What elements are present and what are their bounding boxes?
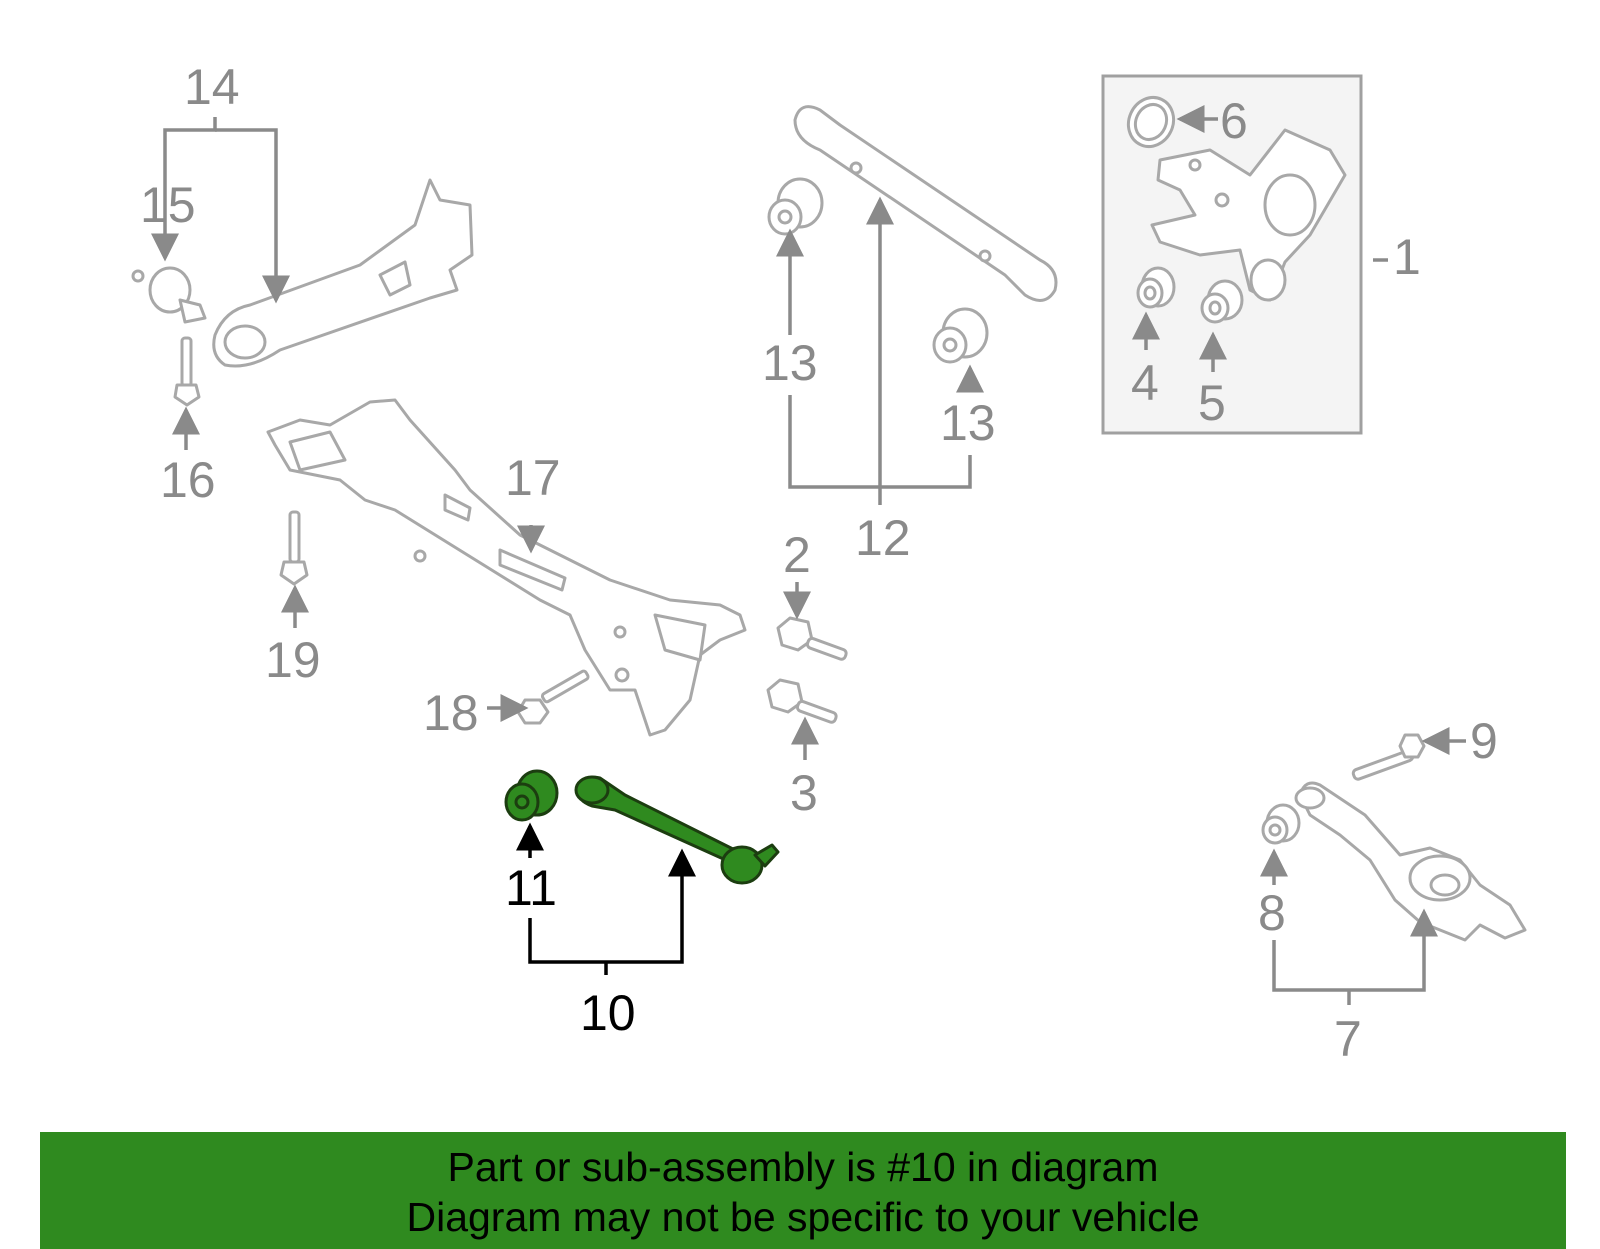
part-11-bushing[interactable] bbox=[504, 769, 559, 822]
part-12-lateral-link[interactable] bbox=[793, 105, 1058, 302]
callout-1: 1 bbox=[1393, 229, 1421, 285]
part-15-bushing[interactable] bbox=[131, 266, 207, 324]
callout-3: 3 bbox=[790, 765, 818, 821]
part-17-crossmember[interactable] bbox=[266, 398, 747, 737]
callout-2: 2 bbox=[783, 527, 811, 583]
banner-line-2: Diagram may not be specific to your vehi… bbox=[406, 1194, 1200, 1240]
part-9-bolt[interactable] bbox=[1351, 733, 1426, 781]
part-4-bushing[interactable] bbox=[1136, 266, 1176, 309]
callout-17: 17 bbox=[505, 450, 561, 506]
part-5-bushing[interactable] bbox=[1200, 279, 1244, 324]
callout-6: 6 bbox=[1220, 93, 1248, 149]
callout-8: 8 bbox=[1258, 885, 1286, 941]
info-banner: Part or sub-assembly is #10 in diagram D… bbox=[40, 1132, 1566, 1249]
callout-9: 9 bbox=[1470, 713, 1498, 769]
part-13-bushing-upper[interactable] bbox=[767, 177, 824, 236]
callout-19: 19 bbox=[265, 632, 321, 688]
callout-14: 14 bbox=[184, 59, 240, 115]
callout-11: 11 bbox=[505, 860, 557, 916]
part-3-bolt[interactable] bbox=[766, 678, 838, 724]
part-6-seal[interactable] bbox=[1120, 90, 1181, 154]
callout-5: 5 bbox=[1198, 375, 1226, 431]
part-2-bolt[interactable] bbox=[776, 616, 848, 661]
callout-10: 10 bbox=[580, 985, 636, 1041]
part-14-trailing-arm[interactable] bbox=[212, 178, 474, 368]
callout-4: 4 bbox=[1131, 355, 1159, 411]
callout-13-left: 13 bbox=[762, 335, 818, 391]
part-10-control-arm[interactable] bbox=[574, 775, 780, 885]
part-8-bushing[interactable] bbox=[1261, 803, 1301, 845]
callout-12: 12 bbox=[855, 510, 911, 566]
part-18-bolt[interactable] bbox=[516, 669, 590, 725]
part-19-bolt[interactable] bbox=[279, 510, 309, 586]
part-1-knuckle[interactable] bbox=[1150, 128, 1347, 302]
part-16-bolt[interactable] bbox=[173, 336, 201, 407]
part-7-lower-arm[interactable] bbox=[1294, 781, 1527, 942]
callout-13-right: 13 bbox=[940, 395, 996, 451]
banner-line-1: Part or sub-assembly is #10 in diagram bbox=[447, 1144, 1159, 1190]
callout-7: 7 bbox=[1334, 1011, 1362, 1067]
callout-16: 16 bbox=[160, 452, 216, 508]
callout-15: 15 bbox=[140, 177, 196, 233]
callout-18: 18 bbox=[423, 685, 479, 741]
part-13-bushing-lower[interactable] bbox=[932, 307, 989, 364]
